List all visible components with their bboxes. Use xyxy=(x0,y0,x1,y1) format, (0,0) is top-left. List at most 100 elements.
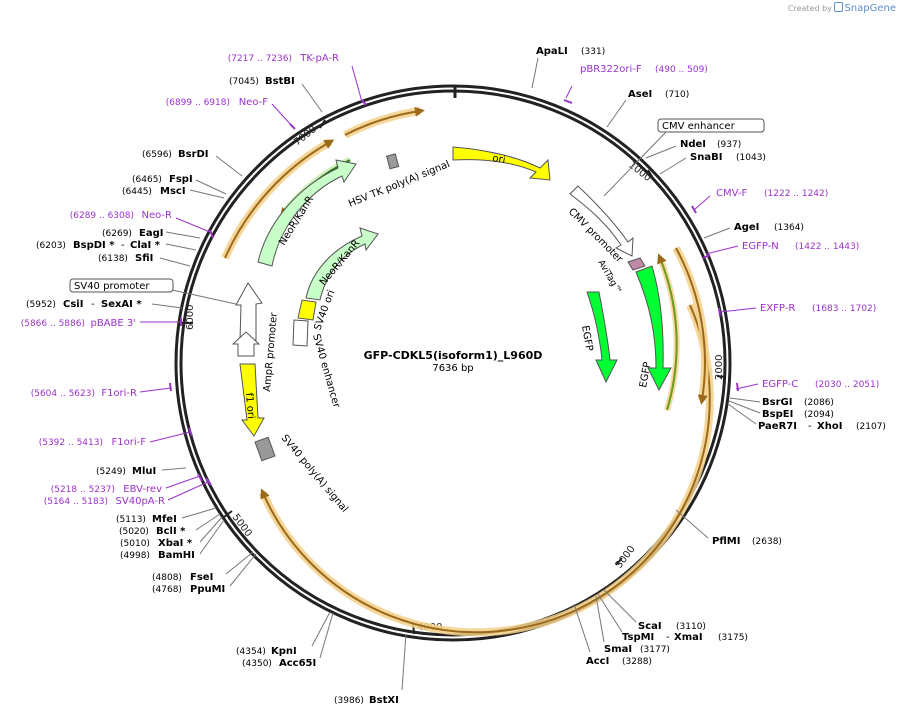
feature-label-egfp-outer: EGFP xyxy=(638,361,653,388)
site-pos: (3110) xyxy=(676,622,706,632)
site-pos: (3175) xyxy=(718,633,748,643)
site-pos: (6445) xyxy=(122,187,152,197)
site-pos: (6203) xyxy=(36,241,66,251)
site-pos: (5113) xyxy=(116,515,146,525)
feature-ampr-promoter: AmpR promoter xyxy=(231,282,280,392)
feature-label-hsv-tk-polya: HSV TK poly(A) signal xyxy=(347,159,452,210)
site-kpni: (4354) KpnI xyxy=(236,611,331,657)
primer-name: F1ori-F xyxy=(112,437,147,448)
primer-tk-pa-r: (7217 .. 7236) TK-pA-R xyxy=(228,53,367,106)
credit-prefix: Created by xyxy=(787,4,832,13)
credit-brand: SnapGene xyxy=(844,3,896,14)
site-mlui: (5249) MluI xyxy=(96,466,187,477)
primer-name: EGFP-C xyxy=(762,379,798,390)
feature-label-avitag: AviTag™ xyxy=(595,259,623,297)
site-name: ScaI xyxy=(638,621,662,632)
site-pos: (5952) xyxy=(26,300,56,310)
site-pos: (2094) xyxy=(804,410,834,420)
site-xbai: (5010) XbaI * xyxy=(120,516,223,549)
site-asei: AseI (710) xyxy=(606,89,689,128)
site-pos: (3288) xyxy=(622,657,652,667)
primer-ebv-rev: (5218 .. 5237) EBV-rev xyxy=(51,473,203,495)
site-name: BsrGI xyxy=(762,397,792,408)
feature-sv40-enhancer: SV40 enhancer xyxy=(292,319,342,410)
site-name: AgeI xyxy=(734,222,759,233)
primer-name: EBV-rev xyxy=(123,484,162,495)
site-fspi: (6465) FspI xyxy=(132,174,227,195)
site-name: BclI * xyxy=(156,526,186,537)
site-name: FspI xyxy=(169,174,193,185)
site-pos: (6596) xyxy=(142,150,172,160)
site-paer7i-xhoi: PaeR7I - XhoI (2107) xyxy=(727,403,886,432)
primer-range: (1222 .. 1242) xyxy=(764,189,828,199)
tick-6000: 6000 xyxy=(185,305,196,330)
site-name: PflMI xyxy=(712,536,740,547)
tick-2000: 2000 xyxy=(714,355,725,380)
primer-labels: pBR322ori-F (490 .. 509) CMV-F (1222 .. … xyxy=(21,53,880,507)
site-pos: (4808) xyxy=(152,573,182,583)
site-name: Acc65I xyxy=(279,658,316,669)
site-name: SmaI xyxy=(604,644,632,655)
feature-label-ampr-promoter: AmpR promoter xyxy=(262,311,280,392)
site-pos: (331) xyxy=(581,47,605,57)
site-name: FseI xyxy=(190,572,213,583)
site-bspdi-clai: (6203) BspDI * - ClaI * xyxy=(36,240,197,251)
primer-range: (1422 .. 1443) xyxy=(795,242,859,252)
snapgene-logo-icon xyxy=(834,2,844,12)
site-pos: (4354) xyxy=(236,647,266,657)
boxed-text-sv40-promoter: SV40 promoter xyxy=(74,281,150,292)
primer-name: F1ori-R xyxy=(101,388,137,399)
site-name: BstBI xyxy=(265,76,295,87)
primer-range: (5866 .. 5886) xyxy=(21,319,85,329)
site-name: MfeI xyxy=(152,514,177,525)
feature-ori: ori xyxy=(452,146,551,181)
site-mfei: (5113) MfeI xyxy=(116,507,217,525)
site-ndei: NdeI (937) xyxy=(645,139,741,159)
site-name: TspMI xyxy=(622,632,654,643)
site-apali: ApaLI (331) xyxy=(531,46,605,89)
site-csii-sexai: (5952) CsiI - SexAI * xyxy=(26,299,183,310)
site-bspei: BspEI (2094) xyxy=(728,400,834,420)
primer-name: SV40pA-R xyxy=(116,496,165,507)
site-pos: (2107) xyxy=(856,422,886,432)
primer-range: (490 .. 509) xyxy=(655,65,708,75)
site-name: SnaBI xyxy=(690,152,722,163)
primer-range: (5218 .. 5237) xyxy=(51,485,115,495)
primer-f1ori-r: (5604 .. 5623) F1ori-R xyxy=(31,382,172,399)
feature-egfp-outer: EGFP xyxy=(635,265,672,392)
site-name: BstXI xyxy=(369,695,399,706)
primer-egfp-n: EGFP-N (1422 .. 1443) xyxy=(702,241,859,259)
primer-pbr322ori-f: pBR322ori-F (490 .. 509) xyxy=(563,64,708,104)
primer-range: (5164 .. 5183) xyxy=(44,497,108,507)
site-pos: (4350) xyxy=(242,659,272,669)
site-msci: (6445) MscI xyxy=(122,186,225,199)
site-bsrdi: (6596) BsrDI xyxy=(142,149,243,177)
primer-range: (5392 .. 5413) xyxy=(39,438,103,448)
primer-f1ori-f: (5392 .. 5413) F1ori-F xyxy=(39,427,193,448)
site-agei: AgeI (1364) xyxy=(703,222,804,239)
primer-neo-r: (6289 .. 6308) Neo-R xyxy=(70,210,214,239)
site-name: ApaLI xyxy=(536,46,568,57)
primer-cmv-f: CMV-F (1222 .. 1242) xyxy=(691,188,828,214)
site-pos: (5249) xyxy=(96,467,126,477)
site-sfii: (6138) SfiI xyxy=(98,253,191,267)
site-name: BsrDI xyxy=(178,149,209,160)
snapgene-credit: Created by SnapGene xyxy=(788,2,896,14)
site-snabi: SnaBI (1043) xyxy=(659,152,766,175)
site-name2: ClaI * xyxy=(130,240,161,251)
primer-sv40pa-r: (5164 .. 5183) SV40pA-R xyxy=(44,477,212,507)
site-pos: (1364) xyxy=(774,223,804,233)
site-name: MluI xyxy=(132,466,156,477)
site-name: EagI xyxy=(139,228,163,239)
site-name: BspDI * xyxy=(73,240,115,251)
primer-range: (5604 .. 5623) xyxy=(31,389,95,399)
site-pos: (5010) xyxy=(120,539,150,549)
site-bamhi: (4998) BamHI xyxy=(120,519,225,561)
site-acc65i: (4350) Acc65I xyxy=(242,612,334,669)
site-pos: (710) xyxy=(665,90,689,100)
site-name2: XmaI xyxy=(674,632,703,643)
center-title: GFP-CDKL5(isoform1)_L960D 7636 bp xyxy=(364,349,543,374)
site-pos: (1043) xyxy=(736,153,766,163)
site-ppumi: (4768) PpuMI xyxy=(152,553,257,595)
site-name: SfiI xyxy=(135,253,153,264)
